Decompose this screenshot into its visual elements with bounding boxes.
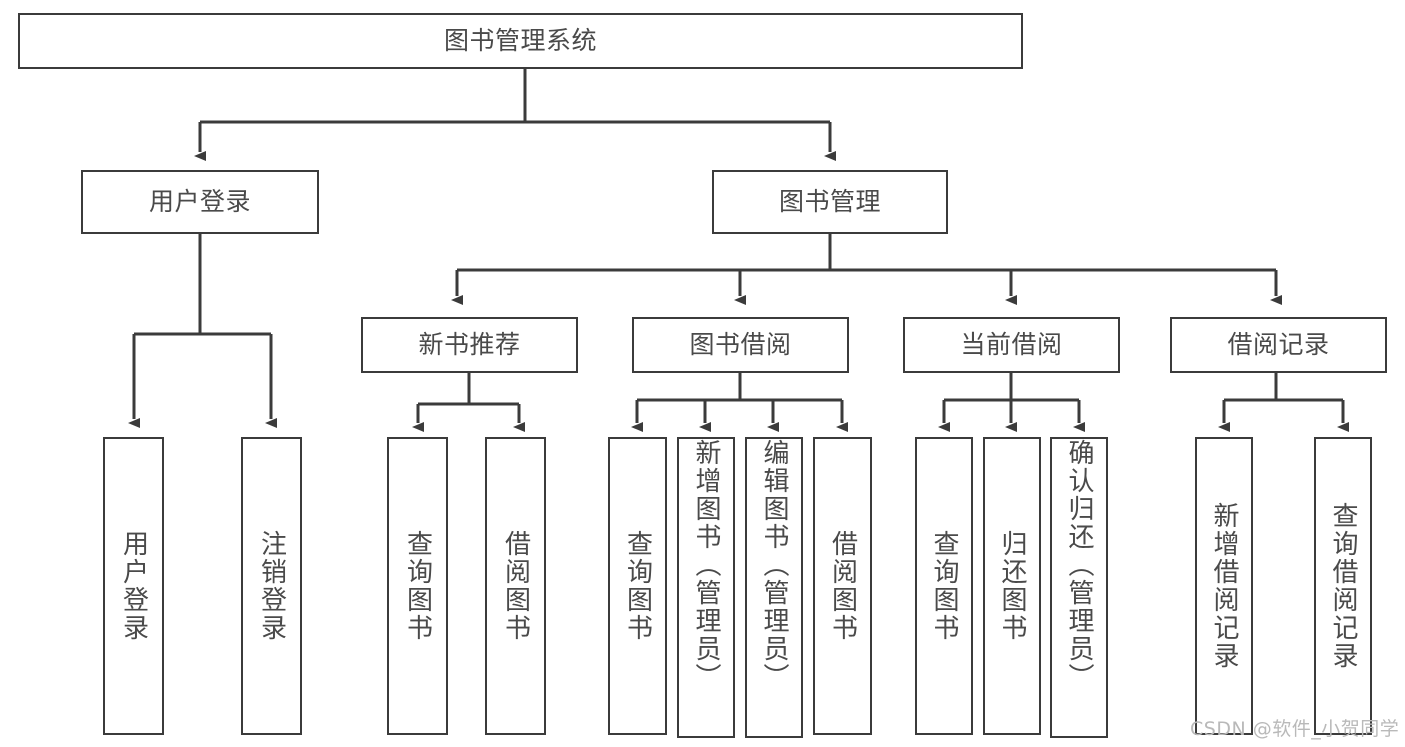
csdn-watermark: CSDN @软件_小贺同学 — [1190, 718, 1400, 740]
leaf-user-login-label: 用户登录 — [118, 530, 149, 642]
leaf-query-book-current-label: 查询图书 — [929, 530, 959, 642]
node-current-borrow-label: 当前借阅 — [960, 329, 1063, 359]
leaf-logout-login-label: 注销登录 — [256, 530, 287, 642]
leaf-return-book[interactable]: 归还图书 — [983, 437, 1041, 735]
leaf-query-borrow-record-label: 查询借阅记录 — [1328, 502, 1358, 670]
node-new-book-recommend[interactable]: 新书推荐 — [361, 317, 578, 373]
leaf-add-book-admin[interactable]: 新增图书（管理员） — [677, 437, 735, 738]
leaf-add-book-admin-label: 新增图书（管理员） — [691, 439, 721, 691]
leaf-query-borrow-record[interactable]: 查询借阅记录 — [1314, 437, 1372, 735]
node-new-book-recommend-label: 新书推荐 — [418, 329, 521, 359]
leaf-confirm-return-admin-label: 确认归还（管理员） — [1064, 439, 1094, 691]
leaf-borrow-book-borrow[interactable]: 借阅图书 — [813, 437, 872, 735]
node-book-management[interactable]: 图书管理 — [712, 170, 948, 234]
node-borrow-record-label: 借阅记录 — [1227, 329, 1330, 359]
leaf-user-login[interactable]: 用户登录 — [103, 437, 164, 735]
node-root-book-management-system[interactable]: 图书管理系统 — [18, 13, 1023, 69]
node-root-label: 图书管理系统 — [443, 25, 597, 55]
leaf-query-book-borrow[interactable]: 查询图书 — [608, 437, 667, 735]
node-user-login[interactable]: 用户登录 — [81, 170, 319, 234]
node-current-borrow[interactable]: 当前借阅 — [903, 317, 1120, 373]
leaf-borrow-book-recommend-label: 借阅图书 — [500, 530, 531, 642]
node-book-borrow-label: 图书借阅 — [689, 329, 792, 359]
leaf-query-book-recommend-label: 查询图书 — [402, 530, 433, 642]
leaf-query-book-current[interactable]: 查询图书 — [915, 437, 973, 735]
node-book-management-label: 图书管理 — [778, 186, 881, 216]
leaf-logout-login[interactable]: 注销登录 — [241, 437, 302, 735]
leaf-edit-book-admin[interactable]: 编辑图书（管理员） — [745, 437, 803, 738]
node-book-borrow[interactable]: 图书借阅 — [632, 317, 849, 373]
leaf-add-borrow-record-label: 新增借阅记录 — [1209, 502, 1239, 670]
leaf-return-book-label: 归还图书 — [997, 530, 1027, 642]
leaf-query-book-recommend[interactable]: 查询图书 — [387, 437, 448, 735]
leaf-borrow-book-recommend[interactable]: 借阅图书 — [485, 437, 546, 735]
leaf-borrow-book-borrow-label: 借阅图书 — [827, 530, 858, 642]
node-borrow-record[interactable]: 借阅记录 — [1170, 317, 1387, 373]
leaf-add-borrow-record[interactable]: 新增借阅记录 — [1195, 437, 1253, 735]
leaf-query-book-borrow-label: 查询图书 — [622, 530, 653, 642]
leaf-edit-book-admin-label: 编辑图书（管理员） — [759, 439, 789, 691]
leaf-confirm-return-admin[interactable]: 确认归还（管理员） — [1050, 437, 1108, 738]
node-user-login-label: 用户登录 — [148, 186, 251, 216]
